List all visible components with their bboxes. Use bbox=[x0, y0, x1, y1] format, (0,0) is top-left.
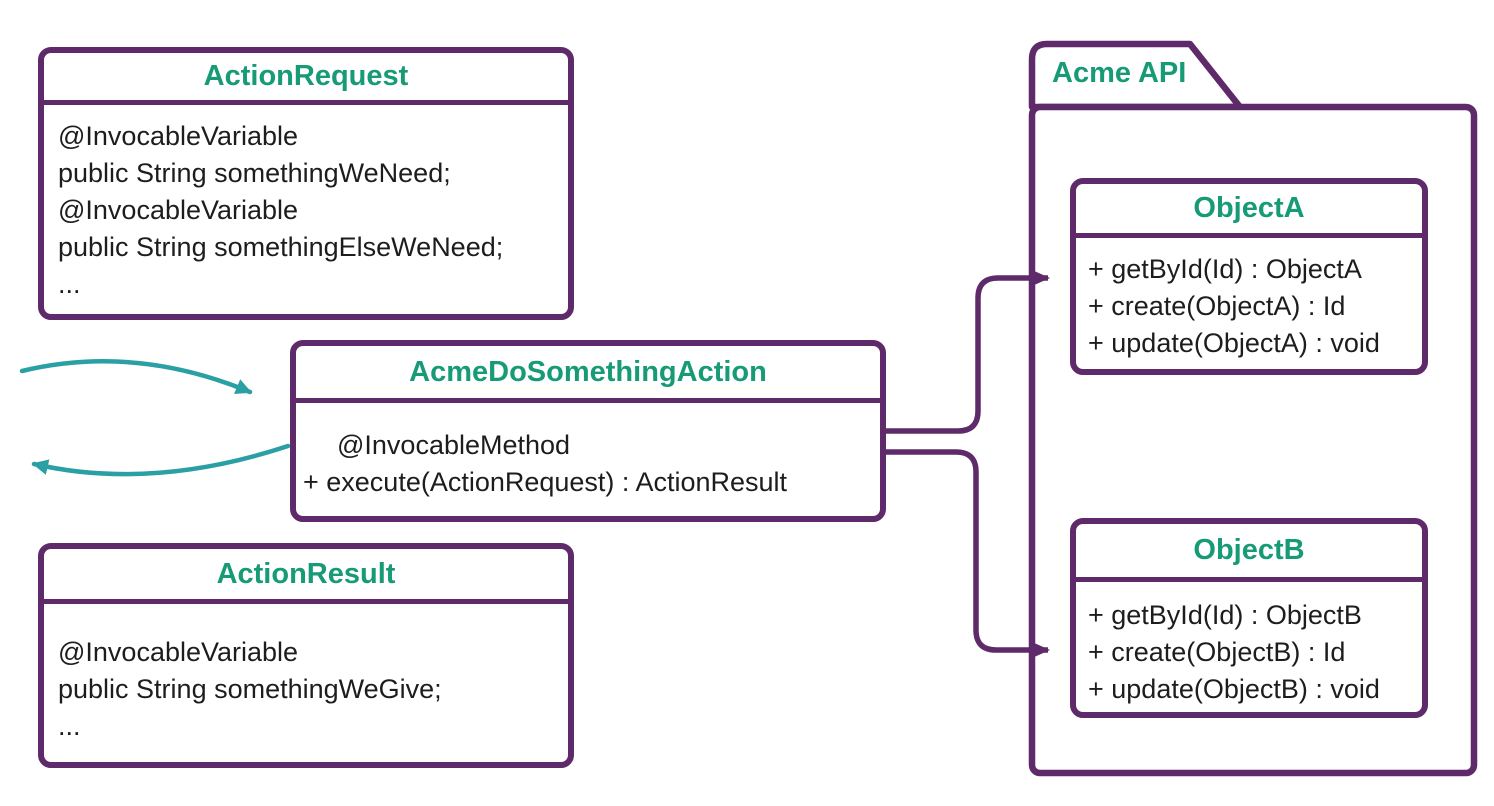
outgoing-return-arrow bbox=[31, 443, 291, 477]
class-box-actionresult: ActionResult @InvocableVariable public S… bbox=[38, 543, 574, 768]
member-line: + execute(ActionRequest) : ActionResult bbox=[303, 467, 788, 497]
class-members-objecta: + getById(Id) : ObjectA + create(ObjectA… bbox=[1076, 238, 1422, 362]
connector-action-to-objecta bbox=[884, 270, 1050, 434]
member-line: @InvocableVariable bbox=[58, 121, 299, 151]
class-members-objectb: + getById(Id) : ObjectB + create(ObjectB… bbox=[1076, 582, 1422, 708]
class-title-acmedosomethingaction: AcmeDoSomethingAction bbox=[296, 346, 880, 403]
member-line: ... bbox=[58, 711, 81, 741]
member-line: + create(ObjectB) : Id bbox=[1088, 637, 1346, 667]
class-members-acmedosomethingaction: @InvocableMethod + execute(ActionRequest… bbox=[296, 403, 880, 501]
class-box-acmedosomethingaction: AcmeDoSomethingAction @InvocableMethod +… bbox=[290, 340, 886, 522]
member-line: + update(ObjectB) : void bbox=[1088, 674, 1380, 704]
member-line: public String somethingWeGive; bbox=[58, 674, 442, 704]
member-line: + getById(Id) : ObjectA bbox=[1088, 254, 1362, 284]
connector-action-to-objectb bbox=[884, 449, 1050, 658]
member-line: + update(ObjectA) : void bbox=[1088, 328, 1380, 358]
member-line: ... bbox=[58, 269, 81, 299]
class-title-objecta: ObjectA bbox=[1076, 184, 1422, 238]
class-members-actionresult: @InvocableVariable public String somethi… bbox=[44, 604, 568, 745]
class-box-objectb: ObjectB + getById(Id) : ObjectB + create… bbox=[1070, 518, 1428, 718]
member-line: public String somethingWeNeed; bbox=[58, 158, 451, 188]
class-box-actionrequest: ActionRequest @InvocableVariable public … bbox=[38, 47, 574, 320]
class-box-objecta: ObjectA + getById(Id) : ObjectA + create… bbox=[1070, 178, 1428, 375]
member-line: + getById(Id) : ObjectB bbox=[1088, 600, 1362, 630]
package-folder-tab bbox=[1028, 40, 1244, 111]
package-title: Acme API bbox=[1052, 57, 1187, 89]
member-line: public String somethingElseWeNeed; bbox=[58, 232, 504, 262]
class-title-actionresult: ActionResult bbox=[44, 549, 568, 604]
class-title-actionrequest: ActionRequest bbox=[44, 53, 568, 105]
incoming-call-arrow bbox=[19, 359, 253, 395]
member-line: @InvocableMethod bbox=[337, 430, 571, 460]
class-title-objectb: ObjectB bbox=[1076, 524, 1422, 582]
member-line: + create(ObjectA) : Id bbox=[1088, 291, 1346, 321]
member-line: @InvocableVariable bbox=[58, 637, 299, 667]
member-line: @InvocableVariable bbox=[58, 195, 299, 225]
class-members-actionrequest: @InvocableVariable public String somethi… bbox=[44, 105, 568, 303]
